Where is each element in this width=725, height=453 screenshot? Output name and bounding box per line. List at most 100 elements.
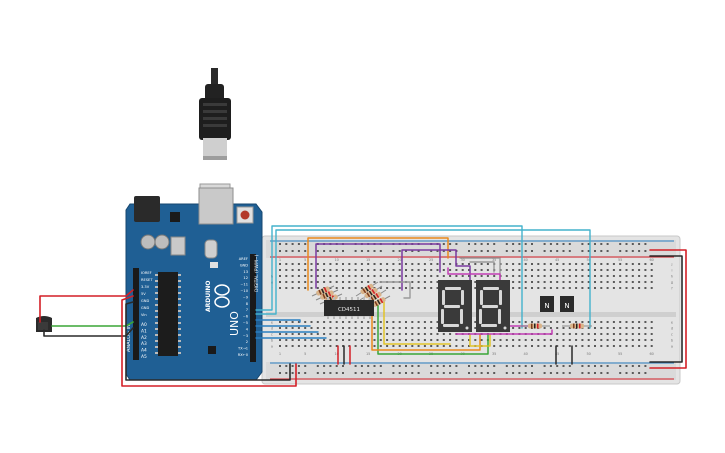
- wires: [39, 225, 687, 387]
- breadboard-hole: [323, 333, 326, 335]
- row-label: j: [671, 263, 673, 267]
- breadboard-hole: [285, 339, 288, 341]
- segment: [443, 324, 459, 327]
- breadboard-hole: [436, 269, 439, 271]
- wire-red: [121, 295, 297, 387]
- breadboard-hole: [638, 333, 641, 335]
- breadboard-hole: [442, 345, 445, 347]
- breadboard-hole: [518, 287, 521, 289]
- breadboard-hole: [304, 287, 307, 289]
- breadboard-hole: [285, 333, 288, 335]
- breadboard-hole: [405, 339, 407, 341]
- breadboard-hole: [619, 321, 622, 323]
- digital-header-label: DIGITAL (PWM~): [254, 254, 260, 292]
- breadboard-hole: [297, 339, 300, 341]
- rail-hole: [518, 365, 521, 367]
- wire-yellow: [383, 299, 451, 345]
- breadboard-hole: [543, 275, 546, 277]
- breadboard-hole: [442, 269, 445, 271]
- column-label: 50: [586, 258, 590, 262]
- breadboard-hole: [379, 339, 382, 341]
- breadboard-hole: [291, 275, 294, 277]
- breadboard-hole: [568, 263, 571, 265]
- breadboard-hole: [650, 339, 653, 341]
- arduino-logo: [214, 284, 230, 308]
- breadboard-hole: [600, 275, 603, 277]
- breadboard-hole: [316, 333, 319, 335]
- breadboard-hole: [442, 333, 445, 335]
- breadboard-hole: [568, 287, 571, 289]
- breadboard-hole: [594, 287, 596, 289]
- rail-hole: [568, 250, 571, 252]
- rail-hole: [638, 243, 641, 245]
- digital-header: [250, 254, 256, 362]
- breadboard-hole: [436, 339, 439, 341]
- wire-cyan: [255, 225, 523, 329]
- breadboard-hole: [524, 327, 527, 329]
- digital-pin-label: 12: [243, 276, 248, 280]
- analog-pin-label: A0: [141, 322, 147, 328]
- breadboard-hole: [644, 327, 647, 329]
- column-label: 10: [334, 258, 338, 262]
- breadboard-hole: [543, 263, 546, 265]
- breadboard-hole: [335, 327, 338, 329]
- breadboard-hole: [335, 281, 338, 283]
- rail-hole: [279, 365, 281, 367]
- rail-hole: [436, 365, 439, 367]
- breadboard-hole: [329, 327, 332, 329]
- rail-hole: [398, 372, 401, 374]
- breadboard-hole: [461, 269, 464, 271]
- breadboard-hole: [644, 281, 647, 283]
- breadboard-hole: [430, 333, 433, 335]
- breadboard-hole: [417, 263, 420, 265]
- resistor: [528, 323, 542, 329]
- rail-hole: [360, 372, 363, 374]
- row-label: c: [671, 333, 673, 337]
- breadboard-hole: [373, 345, 376, 347]
- breadboard-hole: [279, 345, 281, 347]
- transistor-right: N: [560, 296, 574, 312]
- rail-hole: [304, 250, 307, 252]
- rail-hole: [581, 372, 584, 374]
- row-label: i: [672, 269, 673, 273]
- breadboard-hole: [606, 275, 609, 277]
- column-label: 1: [279, 258, 281, 262]
- breadboard-hole: [644, 287, 647, 289]
- digital-pin-label: ~6: [243, 315, 249, 319]
- rail-hole: [594, 250, 596, 252]
- row-label: h: [671, 275, 673, 279]
- rail-hole: [367, 365, 370, 367]
- wire-green: [51, 321, 134, 327]
- breadboard-hole: [335, 263, 338, 265]
- breadboard-hole: [581, 345, 584, 347]
- breadboard-hole: [354, 263, 357, 265]
- breadboard-hole: [386, 275, 389, 277]
- breadboard-hole: [606, 327, 609, 329]
- wire-blue: [255, 319, 301, 323]
- breadboard-hole: [386, 327, 389, 329]
- breadboard-hole: [518, 275, 521, 277]
- breadboard-hole: [398, 269, 401, 271]
- breadboard-hole: [297, 281, 300, 283]
- breadboard-hole: [556, 275, 559, 277]
- breadboard-hole: [562, 345, 565, 347]
- breadboard-hole: [386, 339, 389, 341]
- breadboard-hole: [644, 275, 647, 277]
- rail-hole: [556, 372, 559, 374]
- digital-pin-label: ~10: [240, 289, 248, 293]
- breadboard-hole: [423, 321, 426, 323]
- rail-hole: [436, 372, 439, 374]
- breadboard-hole: [398, 263, 401, 265]
- breadboard-hole: [455, 275, 458, 277]
- breadboard-hole: [562, 269, 565, 271]
- segment: [499, 290, 502, 305]
- power-pin-label: Vin: [141, 313, 147, 317]
- rail-hole: [562, 372, 565, 374]
- rail-hole: [285, 243, 288, 245]
- breadboard-hole: [342, 275, 344, 277]
- breadboard-hole: [562, 321, 565, 323]
- breadboard-hole: [549, 339, 552, 341]
- breadboard-hole: [310, 269, 313, 271]
- segment: [480, 290, 483, 305]
